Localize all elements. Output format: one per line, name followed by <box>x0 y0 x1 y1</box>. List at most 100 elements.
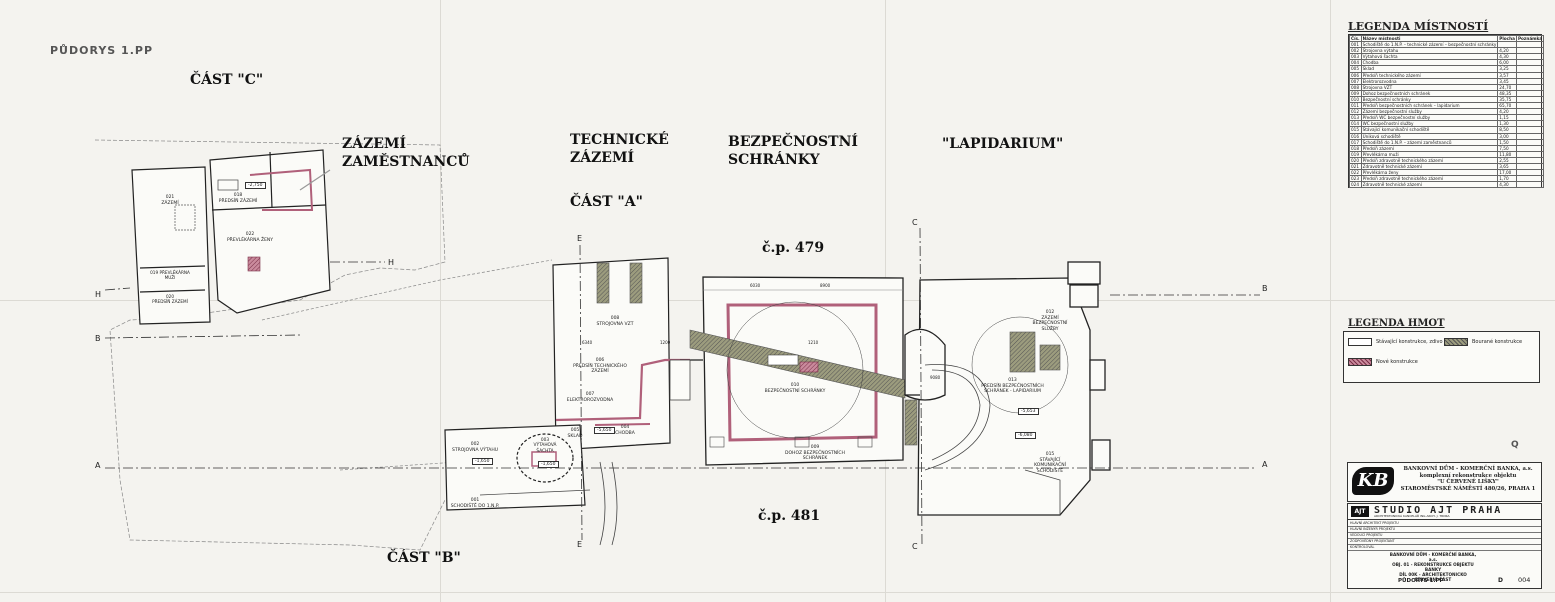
section-mark-e: E <box>577 234 583 243</box>
level-mark: -2,750 <box>245 182 266 189</box>
zone-part-a: ČÁST "A" <box>570 194 643 210</box>
legend-cell: Předsíň bezpečnostních schránek – lapida… <box>1360 102 1499 110</box>
title-row: VEDOUCÍ PROJEKTU <box>1350 533 1383 537</box>
sheet-number: 004 <box>1518 576 1531 584</box>
dimension: 6030 <box>750 283 761 288</box>
section-mark-a: A <box>1262 460 1268 469</box>
legend-header: Čís. <box>1349 34 1362 43</box>
lapidarium-building <box>904 261 1111 516</box>
project-title: BANKOVNÍ DŮM - KOMERČNÍ BANKA, a.s. OBJ.… <box>1388 552 1478 582</box>
title-row: ZODPOVĚDNÝ PROJEKTANT <box>1350 539 1395 543</box>
level-mark: -6,080 <box>1015 432 1036 439</box>
legend-cell: Zdravotně technické zázemí <box>1360 181 1499 189</box>
studio-grid: HLAVNÍ ARCHITEKT PROJEKTU HLAVNÍ INŽENÝR… <box>1348 520 1541 587</box>
level-mark: -5,653 <box>1018 408 1039 415</box>
fold-line <box>440 0 441 602</box>
zone-staff-line1: ZÁZEMÍ <box>342 136 407 152</box>
project-line: DÍL 00K - ARCHITEKTONICKO STAVEBNÍ ČÁST <box>1399 572 1467 582</box>
level-mark: -1,650 <box>538 461 559 468</box>
section-mark-h: H <box>95 290 102 299</box>
client-line: komplexní rekonstrukce objektu <box>1419 472 1517 479</box>
swatch-existing <box>1348 338 1372 346</box>
section-mark-b: B <box>1262 284 1268 293</box>
legend-cell: Dohoz bezpečnostních schránek <box>1360 89 1499 97</box>
legend-cell: Předsíň WC bezpečnostní služby <box>1360 114 1499 122</box>
title-row: KONTROLOVAL <box>1350 545 1375 549</box>
zone-safe-line1: BEZPEČNOSTNÍ <box>728 134 858 150</box>
studio-subtitle: ARCHITEKTONICKÁ KANCELÁŘ ING.ARCH. J. TR… <box>1374 514 1450 518</box>
house-number-481: č.p. 481 <box>758 508 821 524</box>
title-row: HLAVNÍ INŽENÝR PROJEKTU <box>1350 527 1396 531</box>
house-number-479: č.p. 479 <box>762 240 825 256</box>
section-mark-c: C <box>912 218 918 227</box>
legend-cell: 024 <box>1349 181 1362 189</box>
part-a-building <box>444 257 690 546</box>
swatch-new <box>1348 358 1372 366</box>
section-mark-h: H <box>388 258 395 267</box>
zone-part-c: ČÁST "C" <box>190 72 264 88</box>
section-mark-c: C <box>912 542 918 551</box>
grid-line <box>1348 544 1541 545</box>
project-line: OBJ. 01 - REKONSTRUKCE OBJEKTU BANKY <box>1392 562 1474 572</box>
grid-line <box>1348 526 1541 527</box>
project-line: BANKOVNÍ DŮM - KOMERČNÍ BANKA, a.s. <box>1389 552 1477 562</box>
legend-material-item: Nové konstrukce <box>1348 358 1418 366</box>
zone-technical-line1: TECHNICKÉ <box>570 132 669 148</box>
legend-rooms-title: LEGENDA MÍSTNOSTÍ <box>1348 20 1489 33</box>
safe-deposit-building <box>669 276 906 466</box>
dimension: 1210 <box>808 340 819 345</box>
fold-line <box>0 592 1555 593</box>
dimension: 9080 <box>930 375 941 380</box>
grid-line <box>1348 532 1541 533</box>
client-text: BANKOVNÍ DŮM - KOMERČNÍ BANKA, a.s. komp… <box>1398 466 1538 492</box>
zone-technical-line2: ZÁZEMÍ <box>570 150 635 166</box>
zone-staff-line2: ZAMĚSTNANCŮ <box>342 154 470 170</box>
dimension: 8900 <box>820 283 831 288</box>
legend-material-label: Bourané konstrukce <box>1472 339 1523 345</box>
level-mark: -5,650 <box>594 427 615 434</box>
legend-materials: Stávající konstrukce, zdivo Bourané kons… <box>1343 331 1540 383</box>
legend-material-label: Nové konstrukce <box>1376 359 1418 365</box>
legend-cell: Schodiště do 1.N.P. – technické zázemí –… <box>1360 41 1499 49</box>
level-mark: -1,650 <box>472 458 493 465</box>
section-mark-a: A <box>95 461 101 470</box>
legend-cell: Schodiště do 1.N.P. – zázemí zaměstnanců <box>1360 138 1499 146</box>
part-c-building <box>131 149 331 325</box>
section-lines <box>104 227 1260 546</box>
grid-line <box>1348 550 1541 551</box>
client-logo: KB <box>1352 467 1394 495</box>
dimension: 6340 <box>582 340 593 345</box>
legend-materials-title: LEGENDA HMOT <box>1348 318 1445 329</box>
sheet-part-letter: D <box>1498 577 1503 584</box>
dimension: 1200 <box>660 340 671 345</box>
sheet-name: PŮDORYS 1.PP <box>1398 578 1444 584</box>
zone-safe-line2: SCHRÁNKY <box>728 152 820 168</box>
zone-lapidarium: "LAPIDARIUM" <box>942 136 1064 152</box>
fold-line <box>1330 0 1331 602</box>
